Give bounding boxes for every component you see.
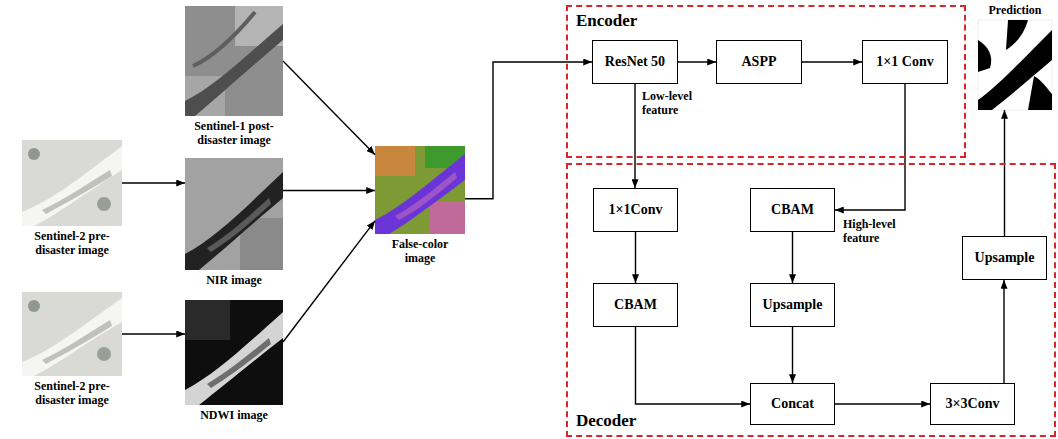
group-title: Encoder [576,11,637,31]
box-label: CBAM [771,202,814,218]
sentinel2-ground [22,292,122,376]
flow-arrow [678,61,716,62]
process-box: 3×3Conv [930,383,1015,425]
flow-arrow [792,327,793,383]
flow-arrow [802,61,862,62]
box-label: ResNet 50 [605,54,665,70]
sentinel2-picture [22,292,122,376]
ndwi-picture [185,300,283,405]
edge-label: High-level feature [843,218,923,246]
sentinel2-river [22,298,122,376]
ndwi-river [185,312,283,405]
sentinel2-patch [28,148,40,160]
prediction-water [1006,20,1028,50]
process-box: ResNet 50 [592,40,678,84]
image-caption: Sentinel-2 pre-disaster image [15,380,130,408]
box-label: ASPP [742,54,777,70]
flow-arrow [636,327,751,404]
sentinel2-picture [22,140,122,226]
flow-arrow [283,190,375,191]
false-color-picture [375,146,465,234]
nir-ground [185,158,283,270]
sentinel1-channel [193,12,255,66]
box-label: 1×1Conv [609,202,663,218]
flow-arrow [1004,110,1005,236]
flow-arrow [835,84,905,210]
image-panel: NIR image [185,158,283,270]
image-caption: Sentinel-2 pre-disaster image [15,230,130,258]
image-panel: False-color image [375,146,465,234]
image-panel: Prediction [978,20,1052,110]
box-label: CBAM [614,297,657,313]
process-box: 1×1 Conv [862,40,948,84]
sentinel1-ground [185,6,283,116]
flow-arrow [283,61,375,155]
nir-picture [185,158,283,270]
sentinel2-patch [97,347,111,361]
image-panel: Sentinel-2 pre-disaster image [22,292,122,376]
process-box: 1×1Conv [593,188,678,232]
flow-arrow [1003,280,1004,383]
group-title: Decoder [576,411,636,431]
prediction-ground [978,20,1052,110]
ndwi-patch [185,300,230,340]
process-box: Upsample [962,236,1047,280]
prediction-water [978,40,991,72]
box-label: Upsample [975,250,1035,266]
nir-sandbar [207,198,271,252]
image-panel: Sentinel-1 post-disaster image [185,6,283,116]
image-caption: Sentinel-1 post-disaster image [175,120,293,148]
false-color-ground [375,146,465,234]
sentinel2-patch [97,197,111,211]
flow-arrow [465,62,592,199]
false-color-patch [375,146,415,176]
image-caption: Prediction [978,4,1052,18]
sentinel2-ground [22,140,122,226]
sentinel2-sandbar [42,170,112,214]
false-color-sandbar [395,172,457,220]
prediction-water [1028,76,1052,110]
ndwi-ground [185,300,283,405]
flow-arrow [634,84,635,188]
nir-river [185,172,283,270]
flow-arrow [283,221,375,342]
false-color-river [375,154,465,234]
flow-arrow [122,333,185,334]
box-label: 1×1 Conv [876,54,933,70]
image-caption: False-color image [378,238,462,266]
process-box: Upsample [750,283,835,327]
process-box: ASPP [716,40,802,84]
image-caption: NIR image [175,274,293,288]
process-box: CBAM [593,283,678,327]
box-label: Concat [771,396,814,412]
sentinel2-sandbar [42,320,112,364]
sentinel2-river [22,146,122,226]
box-label: Upsample [763,297,823,313]
dashed-group: Decoder1×1ConvCBAMCBAMUpsampleConcat3×3C… [566,163,1056,437]
ndwi-sandbar [207,338,271,388]
flow-arrow [635,232,636,283]
flow-arrow [122,182,185,183]
prediction-picture [978,20,1052,110]
dashed-group: EncoderResNet 50 ASPP 1×1 Conv [566,5,966,158]
image-panel: Sentinel-2 pre-disaster image [22,140,122,226]
false-color-patch [430,201,465,234]
sentinel2-patch [28,300,40,312]
image-caption: NDWI image [175,409,293,423]
sentinel1-picture [185,6,283,116]
image-panel: NDWI image [185,300,283,405]
box-label: 3×3Conv [946,396,1000,412]
edge-label: Low-level feature [642,90,706,118]
process-box: Concat [750,383,835,425]
process-box: CBAM [750,188,835,232]
flow-arrow [792,232,793,283]
flow-arrow [835,403,930,404]
